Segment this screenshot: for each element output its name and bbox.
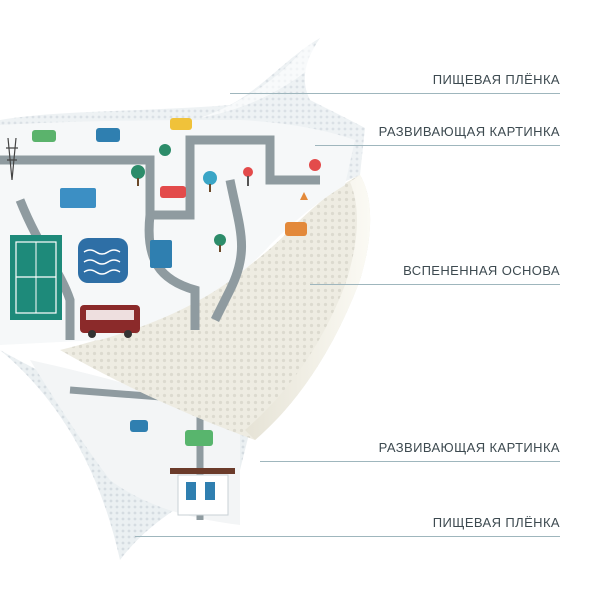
foam-base-edge bbox=[245, 175, 371, 440]
film-highlight bbox=[200, 40, 320, 118]
layer-label-foam-base: ВСПЕНЕННАЯ ОСНОВА bbox=[403, 263, 560, 278]
layer-rule-top-film bbox=[230, 93, 560, 94]
layer-label-upper-picture: РАЗВИВАЮЩАЯ КАРТИНКА bbox=[378, 124, 560, 139]
layer-rule-foam-base bbox=[310, 284, 560, 285]
layer-label-top-film: ПИЩЕВАЯ ПЛЁНКА bbox=[432, 72, 560, 87]
layer-label-lower-picture: РАЗВИВАЮЩАЯ КАРТИНКА bbox=[378, 440, 560, 455]
upper-picture-art bbox=[0, 118, 321, 340]
layer-rule-upper-picture bbox=[315, 145, 560, 146]
layer-rule-bottom-film bbox=[135, 536, 560, 537]
layer-rule-lower-picture bbox=[260, 461, 560, 462]
layer-label-bottom-film: ПИЩЕВАЯ ПЛЁНКА bbox=[432, 515, 560, 530]
foam-base-layer bbox=[60, 175, 371, 440]
